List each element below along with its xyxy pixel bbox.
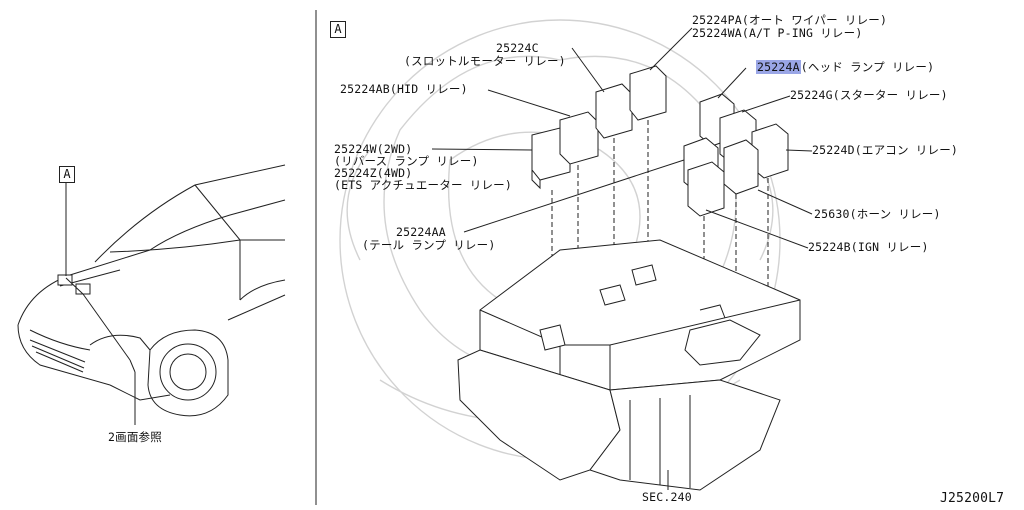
label-25224z-name: (ETS アクチュエーター リレー)	[334, 178, 512, 192]
car-illustration	[17, 164, 286, 425]
label-25224w: 25224W(2WD)	[334, 142, 413, 156]
label-25224ab: 25224AB(HID リレー)	[340, 82, 468, 96]
label-25224z: 25224Z(4WD)	[334, 166, 413, 180]
label-25224a: 25224A(ヘッド ランプ リレー)	[756, 60, 935, 74]
label-25630: 25630(ホーン リレー)	[814, 207, 941, 221]
relay-block-housing	[457, 239, 801, 491]
reference-note: 2画面参照	[108, 430, 162, 444]
relay-group-left	[531, 65, 667, 190]
label-25224aa-name: (テール ランプ リレー)	[362, 238, 496, 252]
label-25224pa: 25224PA(オート ワイパー リレー)	[692, 13, 888, 27]
diagram-code: J25200L7	[940, 491, 1005, 506]
label-25224d: 25224D(エアコン リレー)	[812, 143, 959, 157]
section-reference: SEC.240	[642, 490, 692, 504]
relay-group-right	[683, 93, 789, 217]
label-25224b: 25224B(IGN リレー)	[808, 240, 929, 254]
highlighted-part-number: 25224A	[756, 60, 801, 74]
callout-a-right: A	[330, 21, 346, 38]
label-25224w-name: (リバース ランプ リレー)	[334, 154, 479, 168]
leader-lines	[431, 27, 813, 490]
label-25224wa: 25224WA(A/T P-ING リレー)	[692, 26, 863, 40]
label-25224aa-code: 25224AA	[396, 225, 446, 239]
label-25224c-name: (スロットルモーター リレー)	[404, 54, 566, 68]
callout-a-left: A	[59, 166, 75, 183]
label-25224c-code: 25224C	[496, 41, 539, 55]
label-25224g: 25224G(スターター リレー)	[790, 88, 948, 102]
label-25224a-name: (ヘッド ランプ リレー)	[800, 60, 935, 74]
